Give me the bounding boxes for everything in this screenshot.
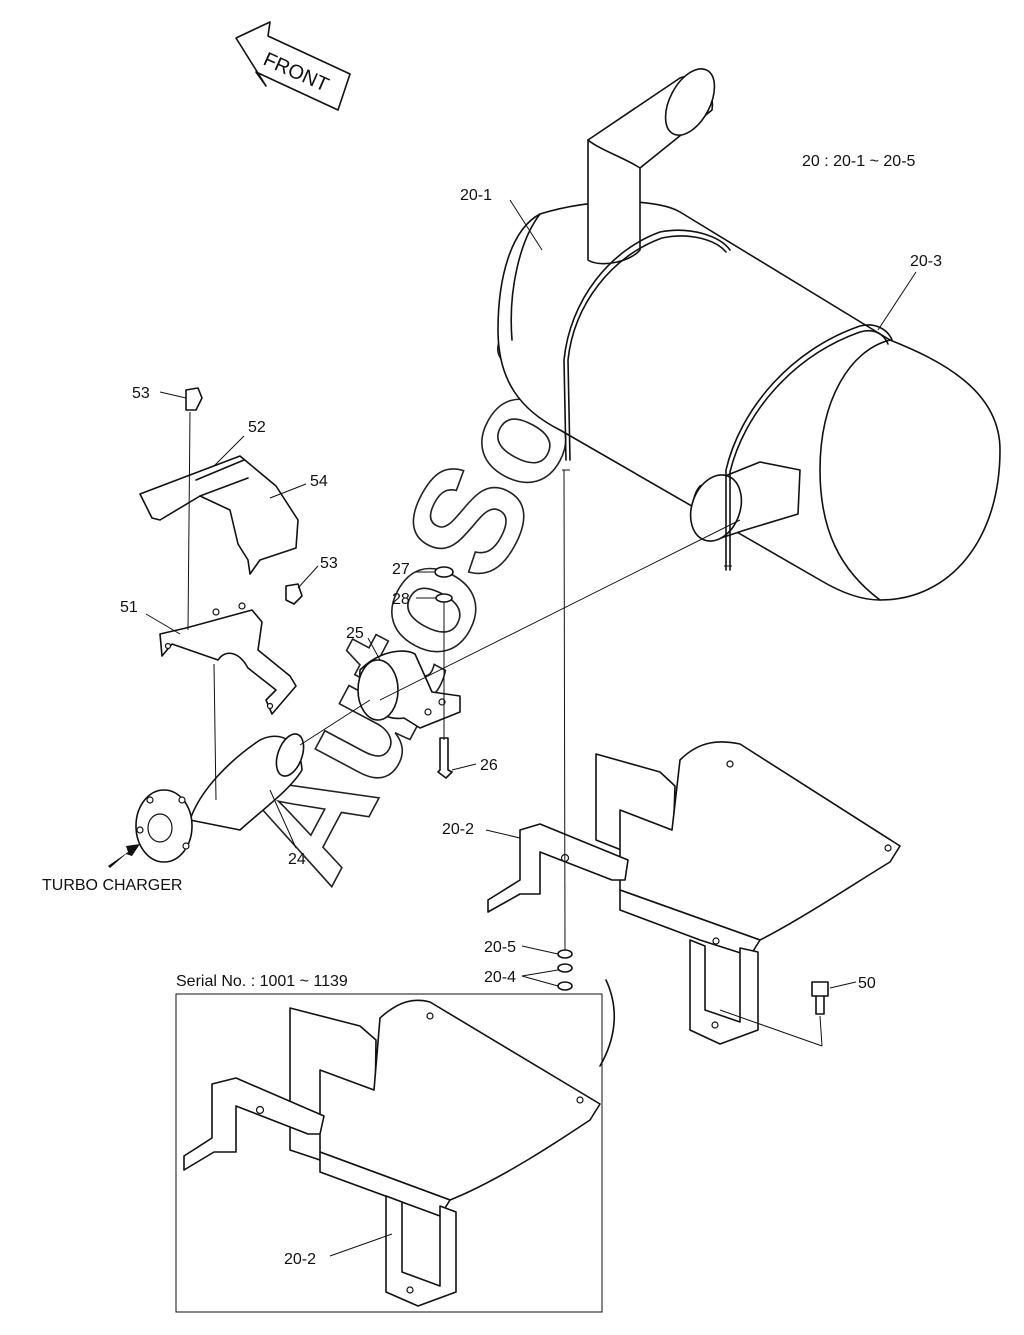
nut-20-4 (557, 963, 573, 991)
callout-25: 25 (346, 625, 364, 642)
callout-20-4: 20-4 (484, 969, 516, 986)
callout-52: 52 (248, 419, 266, 436)
callout-54: 54 (310, 473, 328, 490)
callout-20-3: 20-3 (910, 253, 942, 270)
callout-51: 51 (120, 599, 138, 616)
callout-26: 26 (480, 757, 498, 774)
callout-20-1: 20-1 (460, 187, 492, 204)
leader-lines (145, 199, 917, 1257)
callout-28: 28 (392, 591, 410, 608)
callout-24: 24 (288, 851, 306, 868)
clamp (357, 650, 461, 729)
callout-50: 50 (858, 975, 876, 992)
bracket-main (487, 741, 901, 1045)
inset-callout-20-2: 20-2 (284, 1251, 316, 1268)
bolt-53-mid (285, 583, 303, 605)
bolt-50 (811, 981, 829, 1015)
nut-27 (434, 566, 454, 578)
inset-box: Serial No. : 1001 ~ 1139 (175, 973, 616, 1313)
callout-20-2: 20-2 (442, 821, 474, 838)
bolt-53-top (185, 387, 203, 411)
heat-shield (139, 455, 299, 575)
muffler (497, 68, 1001, 601)
washer-20-5 (557, 949, 573, 959)
callout-53-top: 53 (132, 385, 150, 402)
washer-28 (435, 593, 453, 603)
assembly-note: 20 : 20-1 ~ 20-5 (802, 153, 916, 170)
bracket-51 (159, 602, 297, 715)
callout-20-5: 20-5 (484, 939, 516, 956)
callout-53-mid: 53 (320, 555, 338, 572)
callout-27: 27 (392, 561, 410, 578)
callout-labels: 20 : 20-1 ~ 20-5 20-1 20-3 53 52 54 53 5… (42, 153, 942, 1268)
inset-caption: Serial No. : 1001 ~ 1139 (176, 973, 348, 990)
turbo-charger-label: TURBO CHARGER (42, 877, 182, 894)
inset-pointer (599, 979, 616, 1067)
front-arrow-icon: FRONT (235, 21, 351, 111)
exhaust-pipe (108, 733, 305, 868)
turbo-arrow-icon (108, 844, 140, 868)
bolt-26 (437, 737, 453, 779)
